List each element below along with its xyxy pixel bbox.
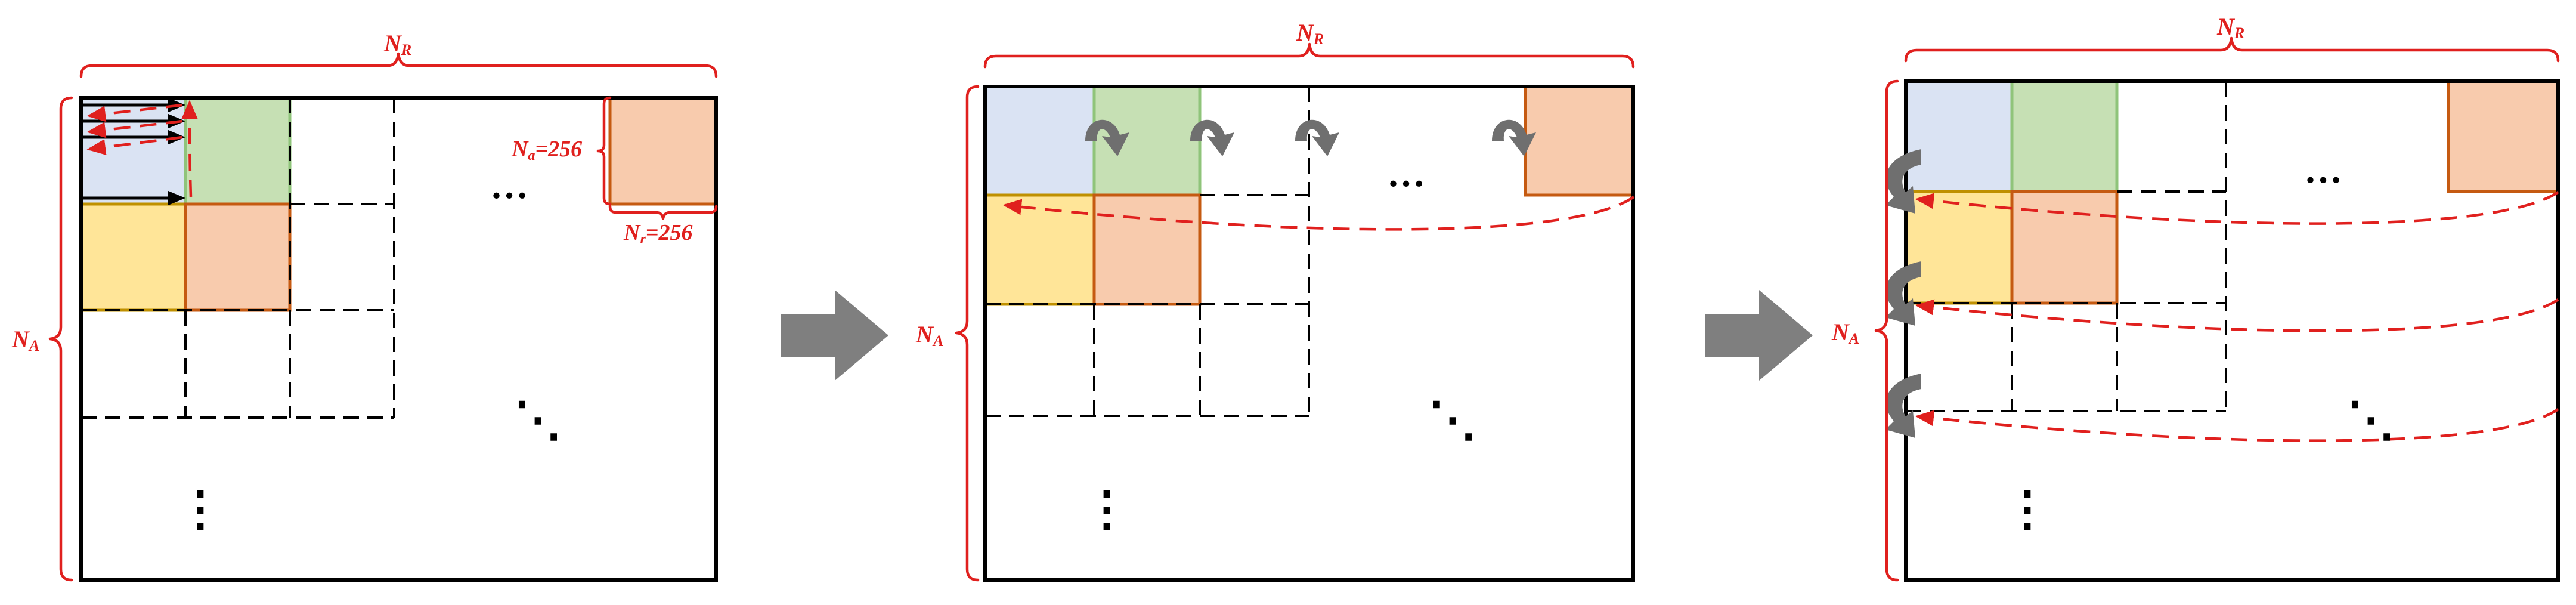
tile-orange-corner	[2447, 79, 2560, 193]
brace-top	[1904, 36, 2560, 63]
tile-orange	[1092, 193, 1202, 306]
label-n-a: NA	[1831, 319, 1859, 347]
tile-green	[2010, 79, 2119, 193]
panel-3: NR NA … ⋮ ⋱	[1831, 13, 2560, 582]
right-block-arrow-icon	[781, 290, 888, 381]
brace-left	[955, 85, 980, 582]
label-n-a: NA	[915, 321, 943, 350]
matrix-frame	[1904, 79, 2560, 582]
panel-2: NR NA … ⋮ ⋱	[915, 19, 1635, 582]
label-n-r-256: Nr=256	[623, 220, 692, 247]
tile-blue	[983, 85, 1096, 197]
tile-orange-corner	[608, 96, 718, 206]
vdots: ⋮	[177, 483, 224, 536]
panel-1: NR NA Na=256 Nr=256 … ⋮ ⋱	[11, 30, 718, 582]
brace-na-256	[596, 96, 612, 206]
return-arrow	[1002, 196, 1635, 231]
brace-left	[48, 96, 73, 582]
matrix-frame	[79, 96, 718, 582]
ddots: ⋱	[514, 394, 562, 446]
tile-blue	[1904, 79, 2014, 193]
tile-orange-corner	[1524, 85, 1635, 197]
dashed-grid	[1906, 81, 2227, 412]
tile-orange	[184, 202, 292, 312]
vdots: ⋮	[1083, 483, 1131, 536]
tile-orange	[2010, 190, 2119, 305]
label-n-a: NA	[11, 326, 39, 354]
brace-left	[1874, 79, 1899, 582]
vdots: ⋮	[2004, 483, 2051, 536]
ddots: ⋱	[1429, 394, 1476, 446]
label-n-r: NR	[2216, 13, 2244, 42]
dashed-grid	[985, 87, 1310, 417]
ddots: ⋱	[2347, 394, 2395, 446]
label-n-r: NR	[1296, 19, 1324, 48]
brace-top	[983, 42, 1635, 69]
hdots: …	[1387, 152, 1425, 195]
row-scan-arrows	[82, 97, 198, 206]
brace-nr-256	[608, 205, 718, 220]
matrix-frame	[983, 85, 1635, 582]
right-block-arrow-icon	[1705, 290, 1813, 381]
tile-green	[184, 96, 292, 206]
label-n-a-256: Na=256	[511, 137, 582, 163]
hdots: …	[490, 164, 528, 206]
brace-top	[79, 52, 718, 78]
dashed-grid	[81, 98, 395, 419]
curved-arrow-icon	[1885, 149, 1921, 438]
hdots: …	[2304, 149, 2342, 191]
tile-yellow	[79, 202, 187, 312]
label-n-r: NR	[383, 30, 411, 58]
return-arrows	[1915, 191, 2559, 442]
